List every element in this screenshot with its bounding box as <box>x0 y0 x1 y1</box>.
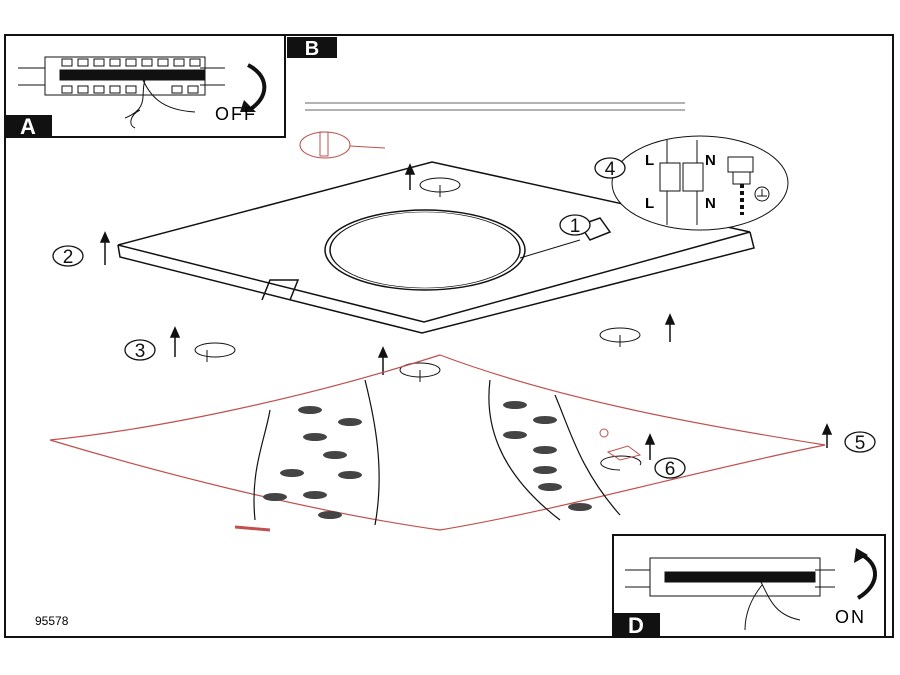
turn-off-arrow-icon <box>247 63 267 110</box>
step-4: 4 <box>605 159 616 180</box>
ceiling-hatch <box>305 102 685 111</box>
panel-d-letter: D <box>628 613 644 638</box>
panel-a-letter: A <box>20 114 36 139</box>
panel-b-letter: B <box>305 38 319 60</box>
on-label: ON <box>835 607 866 627</box>
breaker-rail-icon <box>18 56 225 129</box>
outer-frame <box>4 34 894 638</box>
wiring-detail <box>611 135 789 231</box>
glass-shade <box>49 354 826 531</box>
turn-on-arrow-icon <box>856 553 877 600</box>
article-number: 95578 <box>35 614 69 628</box>
shade-decoration <box>263 401 592 519</box>
neutral-top-label: N <box>705 152 716 169</box>
step-2: 2 <box>63 247 74 268</box>
step-3: 3 <box>135 341 146 362</box>
panel-d-switch-on: ON D <box>612 534 886 638</box>
step-6: 6 <box>665 459 676 480</box>
ceiling-base-plate <box>117 161 755 334</box>
off-label: OFF <box>215 104 257 124</box>
wall-plug-icon <box>299 131 386 159</box>
step-5: 5 <box>855 433 866 454</box>
up-arrows <box>99 163 833 460</box>
step-markers <box>52 157 876 479</box>
step-1: 1 <box>570 216 581 237</box>
panel-a-switch-off: OFF A <box>4 34 286 139</box>
live-top-label: L <box>645 152 654 169</box>
earth-icon <box>754 186 770 202</box>
screw-icons <box>194 177 642 471</box>
live-bottom-label: L <box>645 195 654 212</box>
neutral-bottom-label: N <box>705 195 716 212</box>
